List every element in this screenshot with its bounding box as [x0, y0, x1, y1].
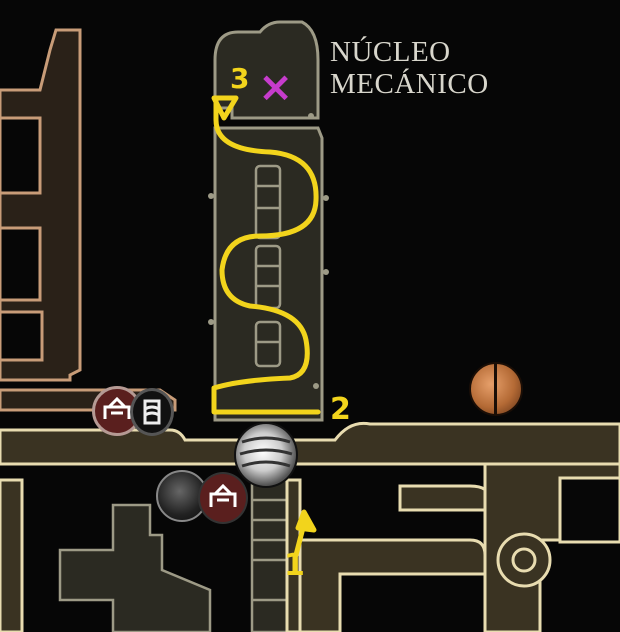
route-step-2: 2	[330, 392, 351, 427]
station-icon[interactable]	[130, 388, 174, 436]
route-step-3: 3	[230, 62, 250, 95]
area-name: NÚCLEO MECÁNICO	[330, 36, 489, 100]
bench-icon-2[interactable]	[198, 472, 248, 524]
lantern-icon[interactable]	[234, 422, 298, 488]
route-path	[211, 95, 321, 558]
main-corridor	[0, 421, 620, 466]
orb-icon[interactable]	[469, 362, 523, 416]
route-step-1: 1	[284, 548, 305, 583]
target-x-icon: ×	[258, 62, 294, 111]
tower-room	[213, 20, 324, 422]
